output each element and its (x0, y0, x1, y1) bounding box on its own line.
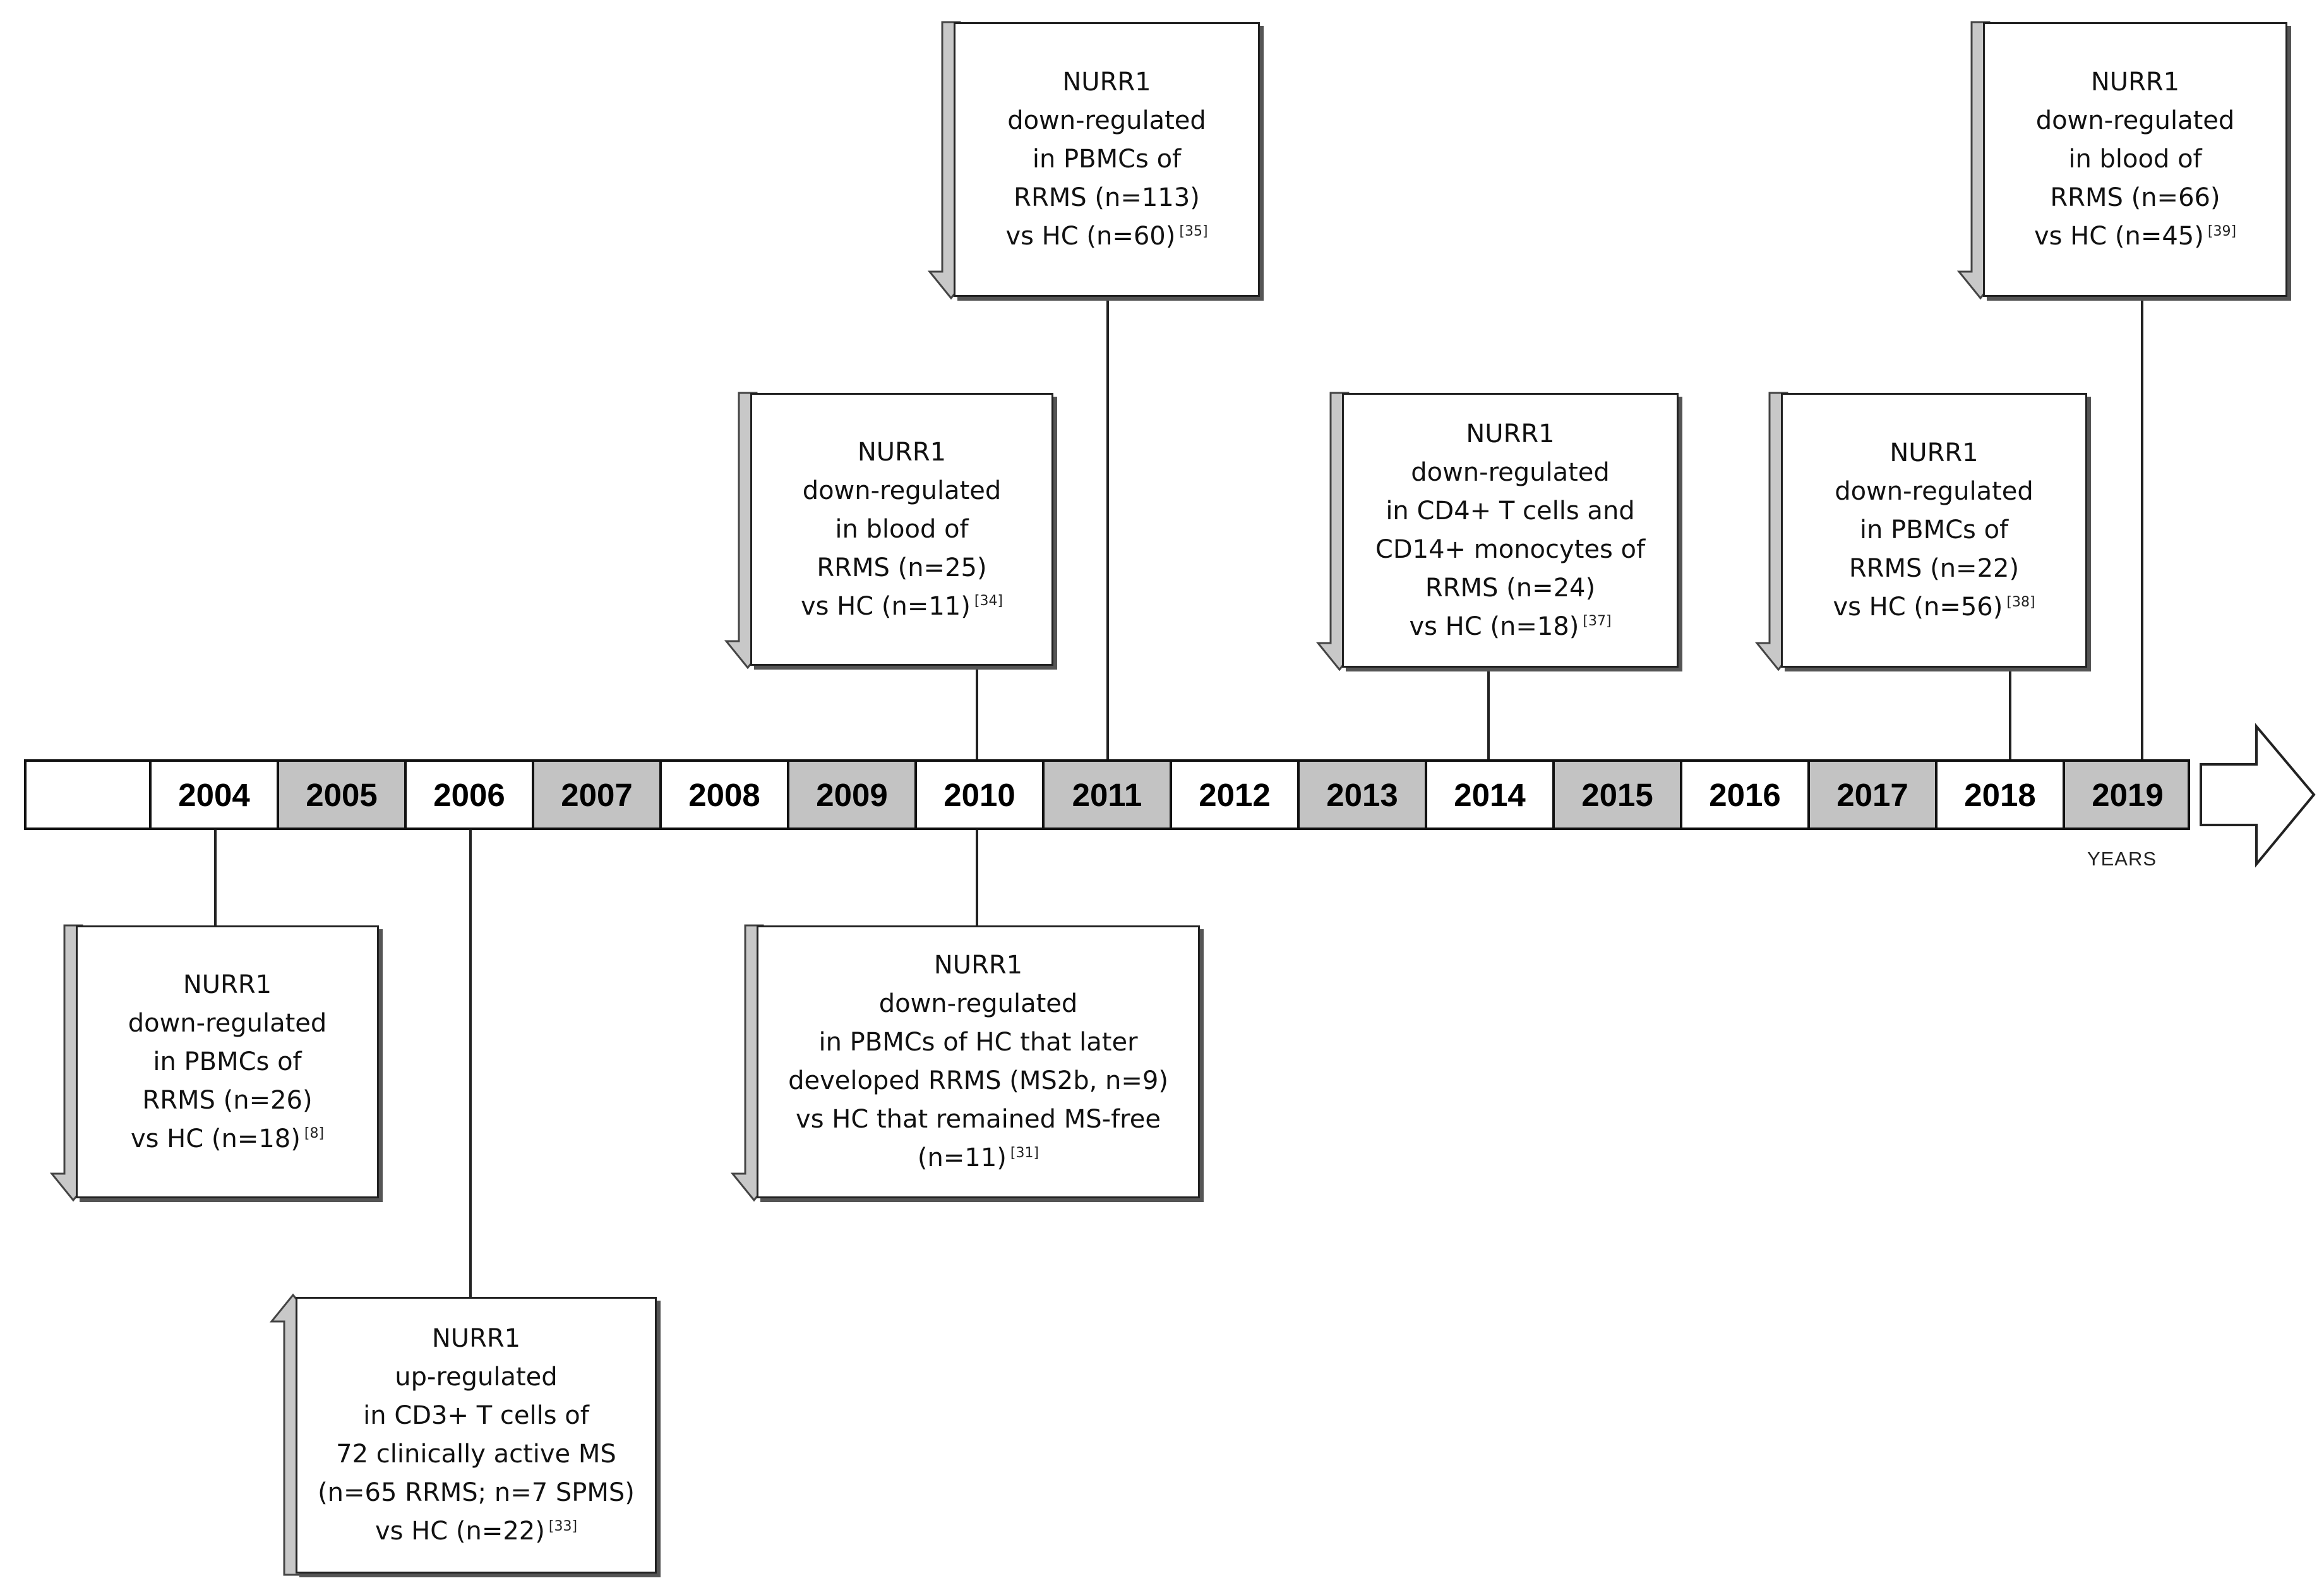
event-line: RRMS (n=25) (817, 553, 987, 582)
event-box-2010-pbmcs: NURR1 down-regulated in PBMCs of HC that… (757, 925, 1200, 1198)
year-cell-2010: 2010 (917, 759, 1045, 830)
event-line: in PBMCs of (1859, 515, 2009, 545)
reference-citation: [34] (974, 593, 1003, 610)
event-line: developed RRMS (MS2b, n=9) (788, 1066, 1168, 1095)
year-cell-2011: 2011 (1045, 759, 1172, 830)
event-line: vs HC (n=45) (2033, 222, 2204, 251)
event-line: vs HC (n=60) (1005, 222, 1176, 251)
event-line: in PBMCs of (153, 1047, 302, 1076)
event-line: down-regulated (1007, 106, 1206, 135)
event-line: in CD4+ T cells and (1386, 496, 1635, 526)
reference-citation: [35] (1179, 223, 1208, 239)
axis-label-years: YEARS (2087, 848, 2157, 870)
year-cell-2012: 2012 (1172, 759, 1300, 830)
event-text: NURR1 down-regulated in PBMCs of RRMS (n… (1833, 434, 2035, 627)
event-line: down-regulated (128, 1008, 327, 1038)
event-line: down-regulated (802, 476, 1002, 505)
event-box-2018: NURR1 down-regulated in PBMCs of RRMS (n… (1781, 393, 2087, 668)
event-line: down-regulated (1835, 477, 2033, 506)
event-line: vs HC (n=18) (1409, 611, 1579, 641)
event-line: in PBMCs of HC that later (818, 1028, 1138, 1057)
event-line: vs HC (n=18) (130, 1124, 301, 1153)
reference-citation: [31] (1010, 1145, 1039, 1161)
event-line: NURR1 (2090, 68, 2180, 97)
event-line: up-regulated (395, 1363, 558, 1392)
event-box-2011: NURR1 down-regulated in PBMCs of RRMS (n… (954, 22, 1260, 297)
event-box-2004: NURR1 down-regulated in PBMCs of RRMS (n… (76, 925, 379, 1198)
event-line: in CD3+ T cells of (363, 1401, 589, 1430)
event-box-2019: NURR1 down-regulated in blood of RRMS (n… (1983, 22, 2287, 297)
event-line: down-regulated (2035, 106, 2235, 135)
event-line: NURR1 (933, 951, 1023, 980)
year-cell-2009: 2009 (789, 759, 917, 830)
event-line: RRMS (n=26) (142, 1085, 313, 1115)
event-line: CD14+ monocytes of (1375, 534, 1646, 564)
event-line: in PBMCs of (1032, 145, 1182, 174)
event-text: NURR1 down-regulated in PBMCs of RRMS (n… (128, 966, 327, 1159)
year-cell-2018: 2018 (1938, 759, 2065, 830)
year-cell-2013: 2013 (1300, 759, 1427, 830)
reference-citation: [33] (548, 1518, 578, 1534)
event-line: NURR1 (857, 437, 947, 467)
year-cell-blank (24, 759, 152, 830)
reference-citation: [37] (1583, 613, 1612, 630)
event-text: NURR1 up-regulated in CD3+ T cells of 72… (318, 1320, 635, 1551)
event-line: down-regulated (1411, 457, 1610, 487)
event-text: NURR1 down-regulated in blood of RRMS (n… (2034, 63, 2236, 256)
event-line: vs HC (n=56) (1833, 593, 2003, 622)
event-line: NURR1 (431, 1324, 521, 1353)
event-line: 72 clinically active MS (336, 1440, 616, 1469)
year-cell-2008: 2008 (662, 759, 789, 830)
year-cell-2004: 2004 (152, 759, 279, 830)
event-line: NURR1 (1062, 68, 1151, 97)
year-cell-2006: 2006 (407, 759, 534, 830)
event-line: NURR1 (183, 970, 272, 999)
event-text: NURR1 down-regulated in blood of RRMS (n… (801, 433, 1003, 626)
event-line: vs HC (n=22) (374, 1517, 545, 1546)
event-line: (n=65 RRMS; n=7 SPMS) (318, 1478, 635, 1507)
event-text: NURR1 down-regulated in PBMCs of RRMS (n… (1005, 63, 1207, 256)
year-cell-2016: 2016 (1682, 759, 1810, 830)
event-line: RRMS (n=22) (1848, 554, 2020, 583)
event-text: NURR1 down-regulated in CD4+ T cells and… (1375, 415, 1645, 646)
timeline-arrow-head-icon (2200, 723, 2316, 868)
event-line: RRMS (n=113) (1014, 183, 1200, 212)
year-cell-2017: 2017 (1810, 759, 1938, 830)
year-cell-2014: 2014 (1427, 759, 1555, 830)
event-line: vs HC that remained MS-free (796, 1105, 1161, 1134)
event-line: RRMS (n=66) (2050, 183, 2220, 212)
event-box-2014: NURR1 down-regulated in CD4+ T cells and… (1342, 393, 1679, 668)
event-box-2010-blood: NURR1 down-regulated in blood of RRMS (n… (750, 393, 1053, 666)
year-cell-2005: 2005 (279, 759, 407, 830)
event-line: RRMS (n=24) (1425, 573, 1596, 603)
event-box-2006: NURR1 up-regulated in CD3+ T cells of 72… (296, 1297, 657, 1574)
event-line: NURR1 (1466, 419, 1555, 448)
reference-citation: [8] (304, 1126, 325, 1142)
year-cell-2019: 2019 (2065, 759, 2190, 830)
reference-citation: [38] (2006, 594, 2035, 610)
year-cell-2015: 2015 (1555, 759, 1682, 830)
event-line: in blood of (2068, 145, 2202, 174)
event-text: NURR1 down-regulated in PBMCs of HC that… (788, 946, 1168, 1177)
year-cell-2007: 2007 (534, 759, 662, 830)
event-line: (n=11) (917, 1143, 1007, 1172)
event-line: down-regulated (878, 989, 1078, 1018)
event-line: vs HC (n=11) (800, 591, 971, 621)
event-line: in blood of (835, 514, 969, 544)
event-line: NURR1 (1890, 438, 1979, 467)
reference-citation: [39] (2207, 223, 2237, 239)
